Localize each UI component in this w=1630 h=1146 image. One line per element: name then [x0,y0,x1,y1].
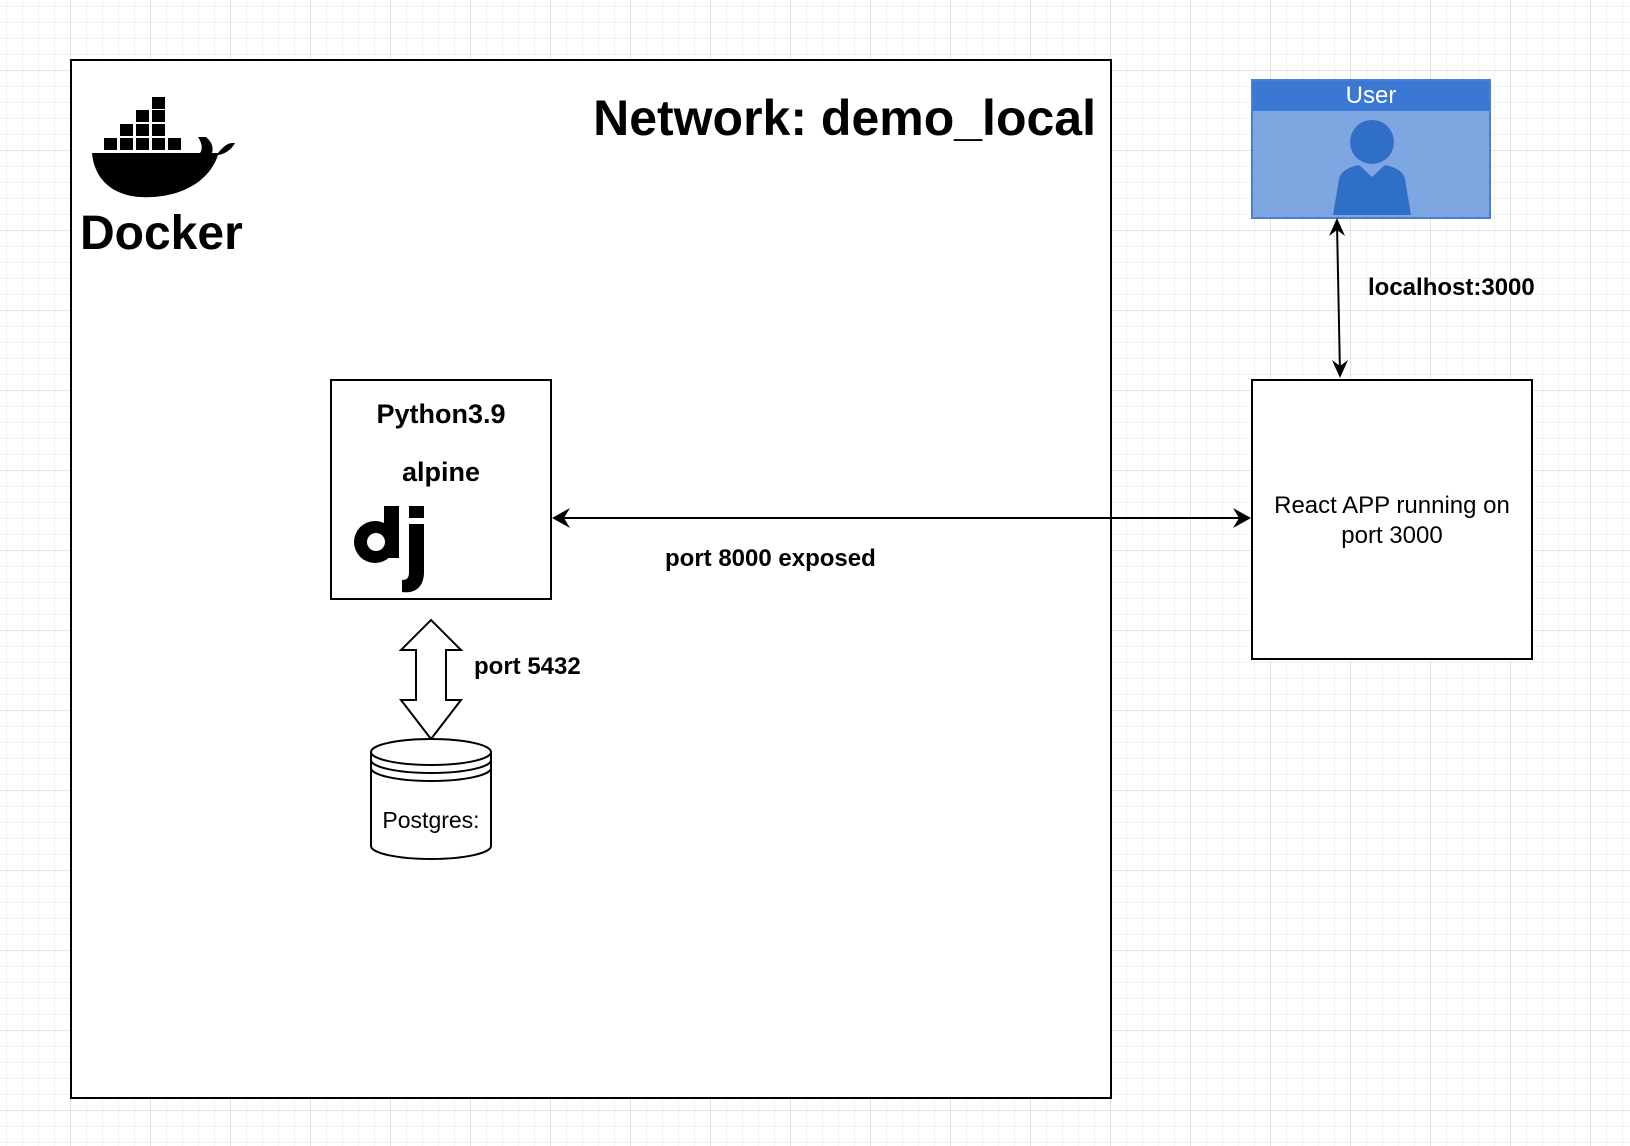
python-container-subtitle: alpine [401,457,481,487]
django-logo-icon [354,506,424,593]
docker-label: Docker [80,207,243,260]
react-app-box[interactable]: React APP running on port 3000 [1251,379,1533,660]
postgres-cylinder[interactable] [370,738,492,860]
network-title: Network: demo_local [593,90,1096,146]
browser-connector-label: localhost:3000 [1368,274,1535,301]
user-card[interactable]: User [1251,79,1491,219]
db-connector[interactable] [398,618,464,741]
python-container-title: Python3.9 [376,399,506,429]
db-connector-label: port 5432 [474,653,581,680]
api-connector[interactable] [552,508,1251,528]
user-avatar-icon [1333,120,1411,215]
browser-connector[interactable] [1329,218,1348,378]
postgres-label: Postgres: [382,807,480,833]
python-container-box[interactable]: Python3.9 alpine [330,379,552,600]
docker-whale-icon [92,97,235,198]
api-connector-label: port 8000 exposed [665,545,876,572]
react-app-label: React APP running on port 3000 [1274,492,1510,549]
user-card-header: User [1253,81,1489,111]
network-container[interactable]: Network: demo_local Docker [70,59,1112,1099]
